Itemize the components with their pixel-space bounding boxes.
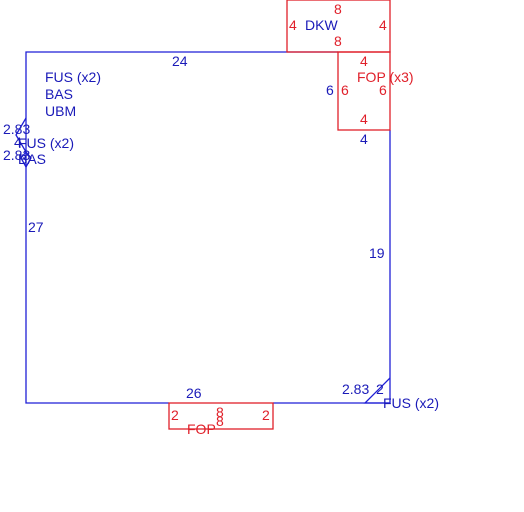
main-area-outline-right <box>273 130 391 404</box>
dkw-dim-right: 4 <box>379 17 387 33</box>
corner-bay-label: FUS (x2) <box>383 395 439 411</box>
fop-right-outer-dim-bottom: 4 <box>360 131 368 147</box>
main-dim-top: 24 <box>172 53 188 69</box>
fop-bottom-dim-center-bottom: 8 <box>216 413 224 429</box>
main-area-label: UBM <box>45 103 76 119</box>
left-bay-dim: 4 <box>14 134 22 150</box>
fop-right-dim-right: 6 <box>379 82 387 98</box>
fop-right-outline <box>337 51 391 131</box>
corner-bay-dim: 2 <box>376 381 384 397</box>
fop-right-label: FOP (x3) <box>357 69 414 85</box>
main-dim-bottom: 26 <box>186 385 202 401</box>
left-bay-label: FUS (x2) <box>18 135 74 151</box>
dkw-label: DKW <box>305 17 338 33</box>
fop-bottom-dim-center-top: 8 <box>216 404 224 420</box>
main-area-label: BAS <box>45 86 73 102</box>
main-dim-left: 27 <box>28 219 44 235</box>
fop-bottom-label: FOP <box>187 421 216 437</box>
left-bay-label: BAS <box>18 151 46 167</box>
fop-right-dim-bottom: 4 <box>360 111 368 127</box>
main-dim-right: 19 <box>369 245 385 261</box>
dkw-dim-top: 8 <box>334 1 342 17</box>
dkw-dim-left: 4 <box>289 17 297 33</box>
fop-right-outer-dim-left: 6 <box>326 82 334 98</box>
corner-bay-dim: 2.83 <box>342 381 369 397</box>
fop-bottom-dim-right: 2 <box>262 407 270 423</box>
fop-bottom-dim-left: 2 <box>171 407 179 423</box>
fop-right-dim-left: 6 <box>341 82 349 98</box>
fop-bottom-outline <box>168 402 274 430</box>
corner-bay-outline <box>363 377 391 404</box>
main-area-label: FUS (x2) <box>45 69 101 85</box>
main-area-outline <box>25 51 287 404</box>
fop-right-dim-top: 4 <box>360 53 368 69</box>
left-bay-dim: 2.83 <box>3 121 30 137</box>
left-bay-dim: 2.83 <box>3 147 30 163</box>
left-bay-outline <box>15 117 32 169</box>
dkw-dim-bottom: 8 <box>334 33 342 49</box>
